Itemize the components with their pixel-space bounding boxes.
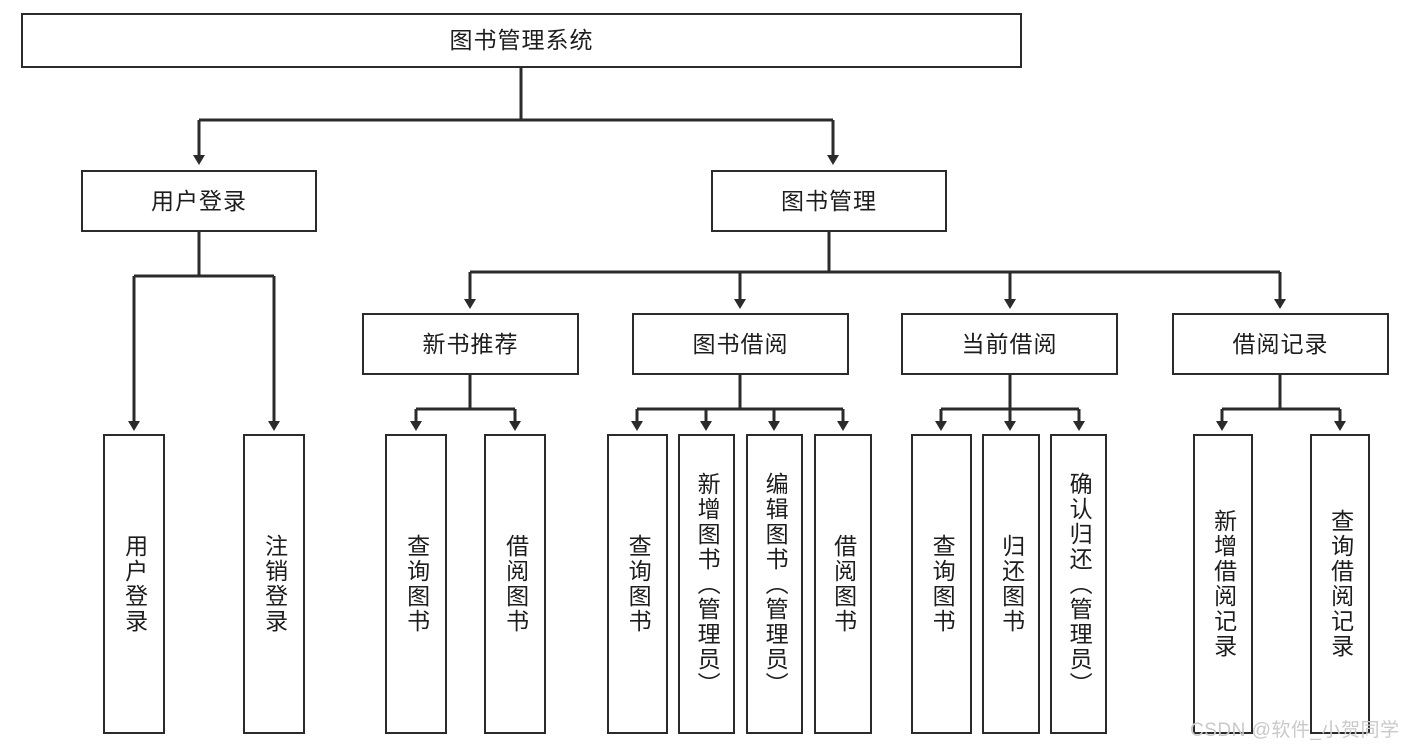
node-book-borrow-label: 图书借阅: [692, 330, 789, 357]
node-leaf-logout-label: 注销登录: [261, 534, 288, 634]
node-user-login[interactable]: 用户登录: [81, 170, 317, 232]
node-leaf-query-book-2-label: 查询图书: [625, 534, 652, 634]
node-leaf-borrow-book-1-label: 借阅图书: [502, 534, 529, 634]
node-leaf-query-record[interactable]: 查询借阅记录: [1310, 434, 1370, 734]
node-leaf-query-book-3-label: 查询图书: [929, 534, 956, 634]
node-leaf-borrow-book-2[interactable]: 借阅图书: [814, 434, 872, 734]
node-leaf-borrow-book-2-label: 借阅图书: [830, 534, 857, 634]
node-leaf-query-book-2[interactable]: 查询图书: [607, 434, 668, 734]
node-borrow-record[interactable]: 借阅记录: [1172, 313, 1389, 375]
node-leaf-confirm-return-label: 确认归还（管理员）: [1066, 471, 1093, 697]
node-leaf-user-login[interactable]: 用户登录: [103, 434, 165, 734]
node-leaf-query-book-1-label: 查询图书: [403, 534, 430, 634]
node-new-book-recommend-label: 新书推荐: [422, 330, 519, 357]
node-leaf-user-login-label: 用户登录: [121, 534, 148, 634]
node-leaf-edit-book-label: 编辑图书（管理员）: [762, 471, 789, 697]
node-root-label: 图书管理系统: [449, 27, 594, 54]
node-book-manage-label: 图书管理: [781, 187, 877, 214]
node-leaf-edit-book[interactable]: 编辑图书（管理员）: [746, 434, 803, 734]
csdn-watermark: CSDN @软件_小贺同学: [1190, 720, 1400, 741]
node-leaf-confirm-return[interactable]: 确认归还（管理员）: [1050, 434, 1107, 734]
node-book-manage[interactable]: 图书管理: [711, 170, 947, 232]
node-leaf-return-book-label: 归还图书: [998, 534, 1025, 634]
node-leaf-query-record-label: 查询借阅记录: [1327, 509, 1354, 659]
node-book-borrow[interactable]: 图书借阅: [632, 313, 849, 375]
node-leaf-query-book-3[interactable]: 查询图书: [911, 434, 972, 734]
node-leaf-add-book[interactable]: 新增图书（管理员）: [678, 434, 735, 734]
node-root[interactable]: 图书管理系统: [21, 13, 1022, 68]
node-leaf-add-record[interactable]: 新增借阅记录: [1193, 434, 1253, 734]
node-leaf-add-book-label: 新增图书（管理员）: [694, 471, 721, 697]
node-new-book-recommend[interactable]: 新书推荐: [362, 313, 579, 375]
node-leaf-borrow-book-1[interactable]: 借阅图书: [484, 434, 546, 734]
node-current-borrow[interactable]: 当前借阅: [901, 313, 1118, 375]
node-leaf-logout[interactable]: 注销登录: [243, 434, 305, 734]
node-borrow-record-label: 借阅记录: [1232, 330, 1329, 357]
node-leaf-query-book-1[interactable]: 查询图书: [385, 434, 447, 734]
node-leaf-add-record-label: 新增借阅记录: [1210, 509, 1237, 659]
node-leaf-return-book[interactable]: 归还图书: [982, 434, 1040, 734]
node-current-borrow-label: 当前借阅: [961, 330, 1058, 357]
node-user-login-label: 用户登录: [151, 187, 247, 214]
